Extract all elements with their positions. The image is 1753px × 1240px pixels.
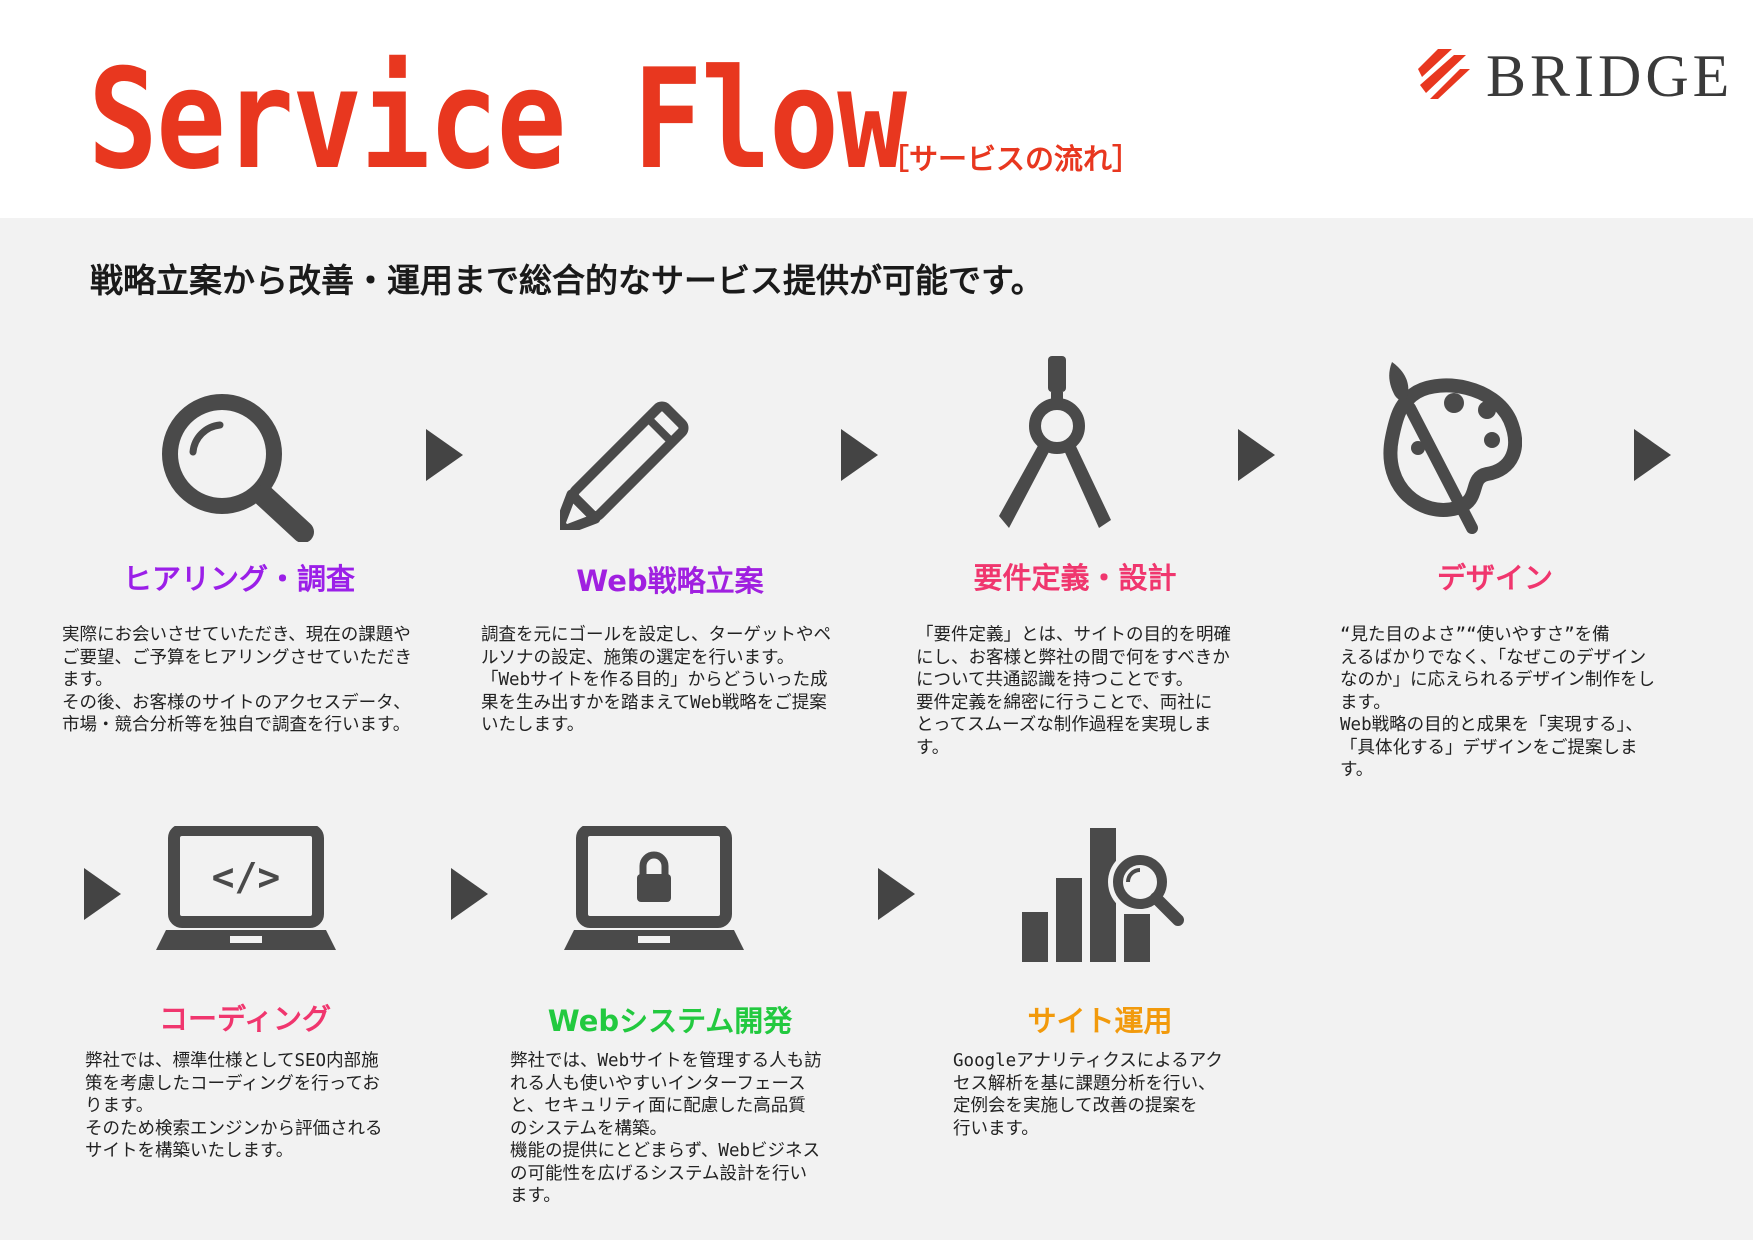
magnifier-icon: [162, 394, 314, 542]
lead-text: 戦略立案から改善・運用まで総合的なサービス提供が可能です。: [90, 261, 1044, 300]
laptop-lock-icon: [564, 826, 744, 950]
step-desc-coding: 弊社では、標準仕様としてSEO内部施 策を考慮したコーディングを行ってお ります…: [85, 1051, 383, 1161]
flow-arrow: [1634, 429, 1671, 481]
flow-arrow: [878, 868, 915, 920]
step-desc-system-dev: 弊社では、Webサイトを管理する人も訪 れる人も使いやすいインターフェース と、…: [510, 1051, 822, 1206]
flow-arrow: [1238, 429, 1275, 481]
chart-search-icon: [1022, 828, 1184, 962]
step-title-requirements: 要件定義・設計: [973, 561, 1177, 595]
flow-arrow: [841, 429, 878, 481]
logo-text: BRIDGE: [1486, 43, 1734, 109]
step-desc-design: “見た目のよさ”“使いやすさ”を備 えるばかりでなく、「なぜこのデザイン なのか…: [1340, 625, 1655, 780]
step-desc-site-operation: Googleアナリティクスによるアク セス解析を基に課題分析を行い、 定例会を実…: [953, 1051, 1223, 1139]
step-title-design: デザイン: [1436, 561, 1553, 595]
pencil-icon: [560, 401, 689, 530]
bridge-logo: BRIDGE: [1418, 43, 1729, 109]
flow-arrow: [451, 868, 488, 920]
step-desc-web-strategy: 調査を元にゴールを設定し、ターゲットやペ ルソナの設定、施策の選定を行います。 …: [481, 625, 831, 735]
page-subtitle: ［サービスの流れ］: [880, 142, 1142, 176]
step-desc-requirements: 「要件定義」とは、サイトの目的を明確 にし、お客様と弊社の間で何をすべきか につ…: [916, 625, 1231, 758]
page-title: Service Flow: [88, 39, 907, 200]
compass-icon: [999, 356, 1111, 528]
step-desc-hearing: 実際にお会いさせていただき、現在の課題や ご要望、ご予算をヒアリングさせていただ…: [62, 625, 412, 735]
flow-arrow: [84, 868, 121, 920]
step-title-web-strategy: Web戦略立案: [576, 564, 764, 598]
laptop-code-icon: </>: [156, 826, 336, 950]
step-title-system-dev: Webシステム開発: [547, 1004, 793, 1038]
header: Service Flow ［サービスの流れ］ BRIDGE: [0, 0, 1753, 218]
flow-arrow: [426, 429, 463, 481]
step-title-coding: コーディング: [159, 1002, 331, 1036]
step-title-hearing: ヒアリング・調査: [122, 562, 355, 596]
palette-brush-icon: [1383, 362, 1522, 534]
svg-text:</>: </>: [212, 855, 281, 899]
step-title-site-operation: サイト運用: [1027, 1004, 1173, 1038]
logo-mark-icon: [1418, 49, 1470, 99]
